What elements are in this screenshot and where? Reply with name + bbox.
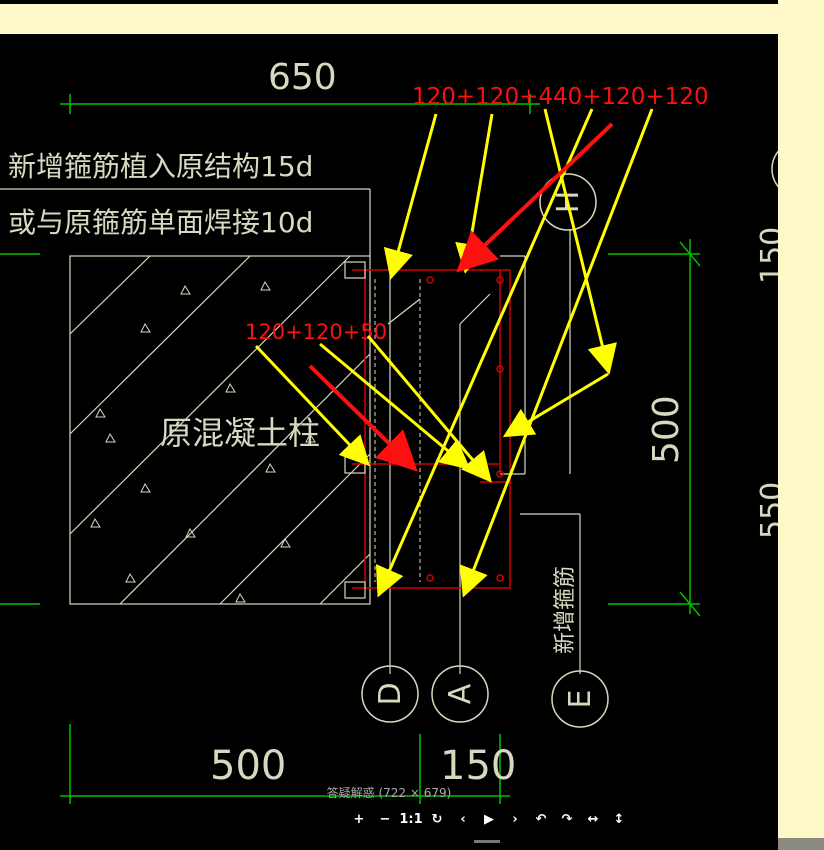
zoom-out-button[interactable]: − (379, 811, 391, 827)
next-button[interactable]: › (512, 811, 518, 827)
new-stirrup-label: 新增箍筋 (553, 566, 578, 654)
yellow-arrows (254, 108, 654, 598)
dim-right-mid-text: 500 (646, 395, 687, 464)
image-viewer[interactable]: 650 500 150 150 500 550 新增箍筋植入原结构15d 或与原… (0, 34, 778, 850)
horizontal-scrollbar[interactable] (778, 838, 824, 850)
column-outline (0, 188, 581, 674)
flip-vertical-button[interactable]: ↕ (613, 811, 625, 827)
image-caption: 答疑解惑 (722 × 679) (326, 786, 452, 800)
prev-button[interactable]: ‹ (460, 811, 466, 827)
note-line-2: 或与原箍筋单面焊接10d (8, 206, 313, 239)
dimension-texts: 650 500 150 150 500 550 (210, 57, 778, 789)
annotation-top: 120+120+440+120+120 (412, 84, 709, 110)
rotate-right-button[interactable]: ↷ (561, 811, 573, 827)
dim-bottom-left-text: 500 (210, 743, 286, 789)
rotate-left-button[interactable]: ↶ (535, 811, 547, 827)
play-button[interactable]: ▶ (484, 811, 494, 827)
dim-right-bottom-text: 550 (755, 482, 778, 539)
axis-e-label: E (563, 690, 598, 709)
dim-bottom-right-text: 150 (440, 743, 516, 789)
dim-top-text: 650 (268, 57, 337, 98)
dim-right-top-text: 150 (755, 227, 778, 284)
aggregate-marks (90, 280, 316, 603)
anchor-marks (344, 261, 366, 599)
axis-bubbles (361, 150, 778, 728)
annotations: 120+120+440+120+120 120+120+50 (245, 84, 709, 344)
hidden-lines (374, 279, 421, 582)
zoom-in-button[interactable]: + (353, 811, 365, 827)
flip-horizontal-button[interactable]: ↔ (587, 811, 599, 827)
axis-d-label: D (373, 682, 408, 705)
viewer-toolbar: + − 1:1 ↻ ‹ ▶ › ↶ ↷ ↔ ↕ (346, 808, 632, 830)
refresh-button[interactable]: ↻ (431, 811, 443, 827)
annotation-mid: 120+120+50 (245, 320, 387, 344)
note-line-1: 新增箍筋植入原结构15d (8, 150, 313, 183)
cad-drawing: 650 500 150 150 500 550 新增箍筋植入原结构15d 或与原… (0, 57, 778, 804)
red-arrows (308, 122, 614, 472)
dimension-lines (0, 94, 701, 804)
notes: 新增箍筋植入原结构15d 或与原箍筋单面焊接10d 原混凝土柱 新增箍筋 (8, 150, 578, 654)
axis-a-label: A (443, 683, 478, 704)
actual-size-button[interactable]: 1:1 (399, 811, 423, 827)
top-strip (0, 0, 778, 4)
thumbnail-indicator[interactable] (474, 840, 500, 843)
column-label: 原混凝土柱 (160, 414, 320, 452)
